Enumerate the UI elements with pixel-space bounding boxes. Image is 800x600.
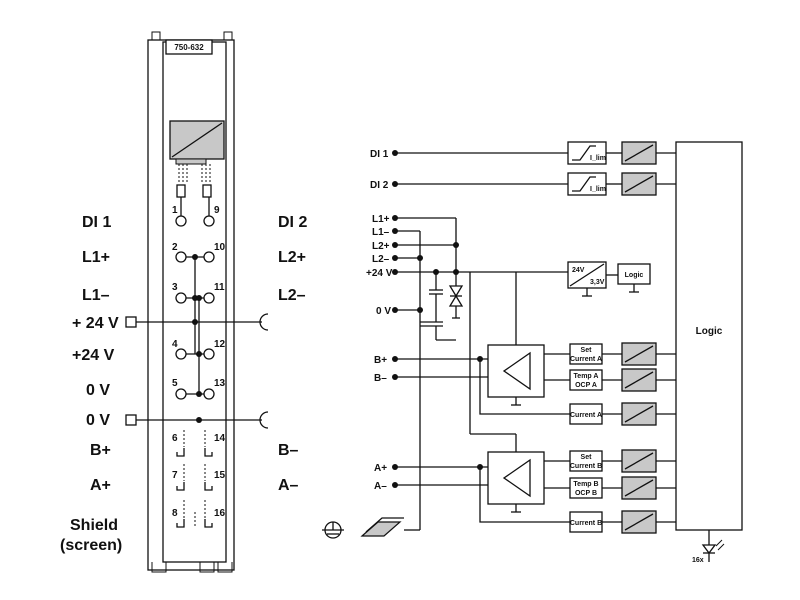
- label-24v-b: +24 V: [72, 347, 115, 364]
- svg-text:12: 12: [214, 339, 226, 350]
- channel-b: Set Current B Temp B OCP B Current B: [395, 449, 676, 534]
- svg-text:I_lim: I_lim: [590, 155, 606, 162]
- label-am: A–: [278, 477, 299, 494]
- svg-text:Current B: Current B: [570, 520, 602, 527]
- svg-text:+24 V: +24 V: [366, 268, 393, 279]
- amplifier-a: [487, 344, 545, 398]
- label-l1p: L1+: [82, 249, 110, 266]
- svg-text:3: 3: [172, 282, 178, 293]
- amplifier-icon: [502, 458, 531, 498]
- internal-wiring: [125, 197, 269, 429]
- svg-text:Logic: Logic: [696, 326, 723, 337]
- led-icon: 16x: [692, 530, 725, 564]
- label-di2: DI 2: [278, 214, 307, 231]
- terminal-numbers: 1 9 2 10 3 11 4 12 5 13 6 14 7 15 8 16: [172, 205, 226, 519]
- svg-text:L1+: L1+: [372, 214, 390, 225]
- svg-text:13: 13: [214, 378, 226, 389]
- svg-text:2: 2: [172, 242, 178, 253]
- label-l2p: L2+: [278, 249, 306, 266]
- label-shield: Shield: [70, 517, 118, 534]
- input-nodes: [392, 150, 398, 488]
- svg-text:Set: Set: [581, 347, 593, 354]
- di-channel-1: I_lim: [395, 141, 676, 165]
- channel-a: Set Current A Temp A OCP A Current A: [395, 342, 676, 426]
- svg-text:OCP B: OCP B: [575, 490, 597, 497]
- svg-text:DI 1: DI 1: [370, 149, 389, 160]
- svg-text:11: 11: [214, 282, 225, 293]
- svg-text:Current A: Current A: [570, 356, 602, 363]
- svg-text:24V: 24V: [572, 267, 585, 274]
- module-body: [147, 31, 235, 573]
- svg-text:L2–: L2–: [372, 254, 390, 265]
- label-bm: B–: [278, 442, 299, 459]
- di-channel-2: I_lim: [395, 172, 676, 196]
- svg-text:L1–: L1–: [372, 227, 390, 238]
- optocoupler-icon: [169, 120, 225, 165]
- label-bp: B+: [90, 442, 111, 459]
- label-ap: A+: [90, 477, 111, 494]
- svg-text:16x: 16x: [692, 557, 704, 564]
- label-0v-b: 0 V: [86, 412, 110, 429]
- svg-text:DI 2: DI 2: [370, 180, 389, 191]
- label-24v-a: + 24 V: [72, 315, 119, 332]
- svg-text:5: 5: [172, 378, 178, 389]
- svg-text:14: 14: [214, 433, 226, 444]
- svg-text:4: 4: [172, 339, 178, 350]
- left-labels: DI 1 DI 2 L1+ L2+ L1– L2– + 24 V +24 V 0…: [60, 214, 307, 554]
- dcdc-converter: 24V 3,3V Logic: [567, 261, 651, 297]
- svg-text:15: 15: [214, 470, 226, 481]
- svg-text:16: 16: [214, 508, 226, 519]
- amplifier-b: [487, 451, 545, 505]
- part-number-text: 750-632: [174, 43, 204, 52]
- right-input-labels: DI 1 DI 2 L1+ L1– L2+ L2– +24 V 0 V B+ B…: [366, 149, 393, 492]
- svg-text:9: 9: [214, 205, 220, 216]
- svg-text:Logic: Logic: [625, 272, 644, 279]
- svg-text:10: 10: [214, 242, 226, 253]
- logic-block: Logic: [675, 141, 743, 531]
- svg-text:A–: A–: [374, 481, 387, 492]
- amplifier-icon: [502, 351, 531, 391]
- svg-text:B+: B+: [374, 355, 387, 366]
- svg-text:Current B: Current B: [570, 463, 602, 470]
- svg-text:B–: B–: [374, 373, 387, 384]
- svg-text:I_lim: I_lim: [590, 186, 606, 193]
- svg-text:A+: A+: [374, 463, 387, 474]
- label-0v-a: 0 V: [86, 382, 110, 399]
- svg-text:Set: Set: [581, 454, 593, 461]
- svg-text:Temp A: Temp A: [574, 373, 599, 380]
- label-l1m: L1–: [82, 287, 110, 304]
- svg-text:OCP A: OCP A: [575, 382, 597, 389]
- svg-text:6: 6: [172, 433, 178, 444]
- din-rail-icon: [360, 517, 420, 537]
- part-number-label: 750-632: [165, 39, 213, 55]
- label-screen: (screen): [60, 537, 122, 554]
- svg-text:L2+: L2+: [372, 241, 390, 252]
- svg-text:0 V: 0 V: [376, 306, 391, 317]
- supply-rails: [395, 217, 568, 530]
- svg-text:1: 1: [172, 205, 178, 216]
- svg-text:Temp B: Temp B: [573, 481, 598, 488]
- ground-icon: [322, 521, 344, 539]
- svg-text:8: 8: [172, 508, 178, 519]
- label-l2m: L2–: [278, 287, 306, 304]
- svg-text:Current A: Current A: [570, 412, 602, 419]
- svg-text:3,3V: 3,3V: [590, 279, 605, 286]
- svg-text:7: 7: [172, 470, 178, 481]
- label-di1: DI 1: [82, 214, 111, 231]
